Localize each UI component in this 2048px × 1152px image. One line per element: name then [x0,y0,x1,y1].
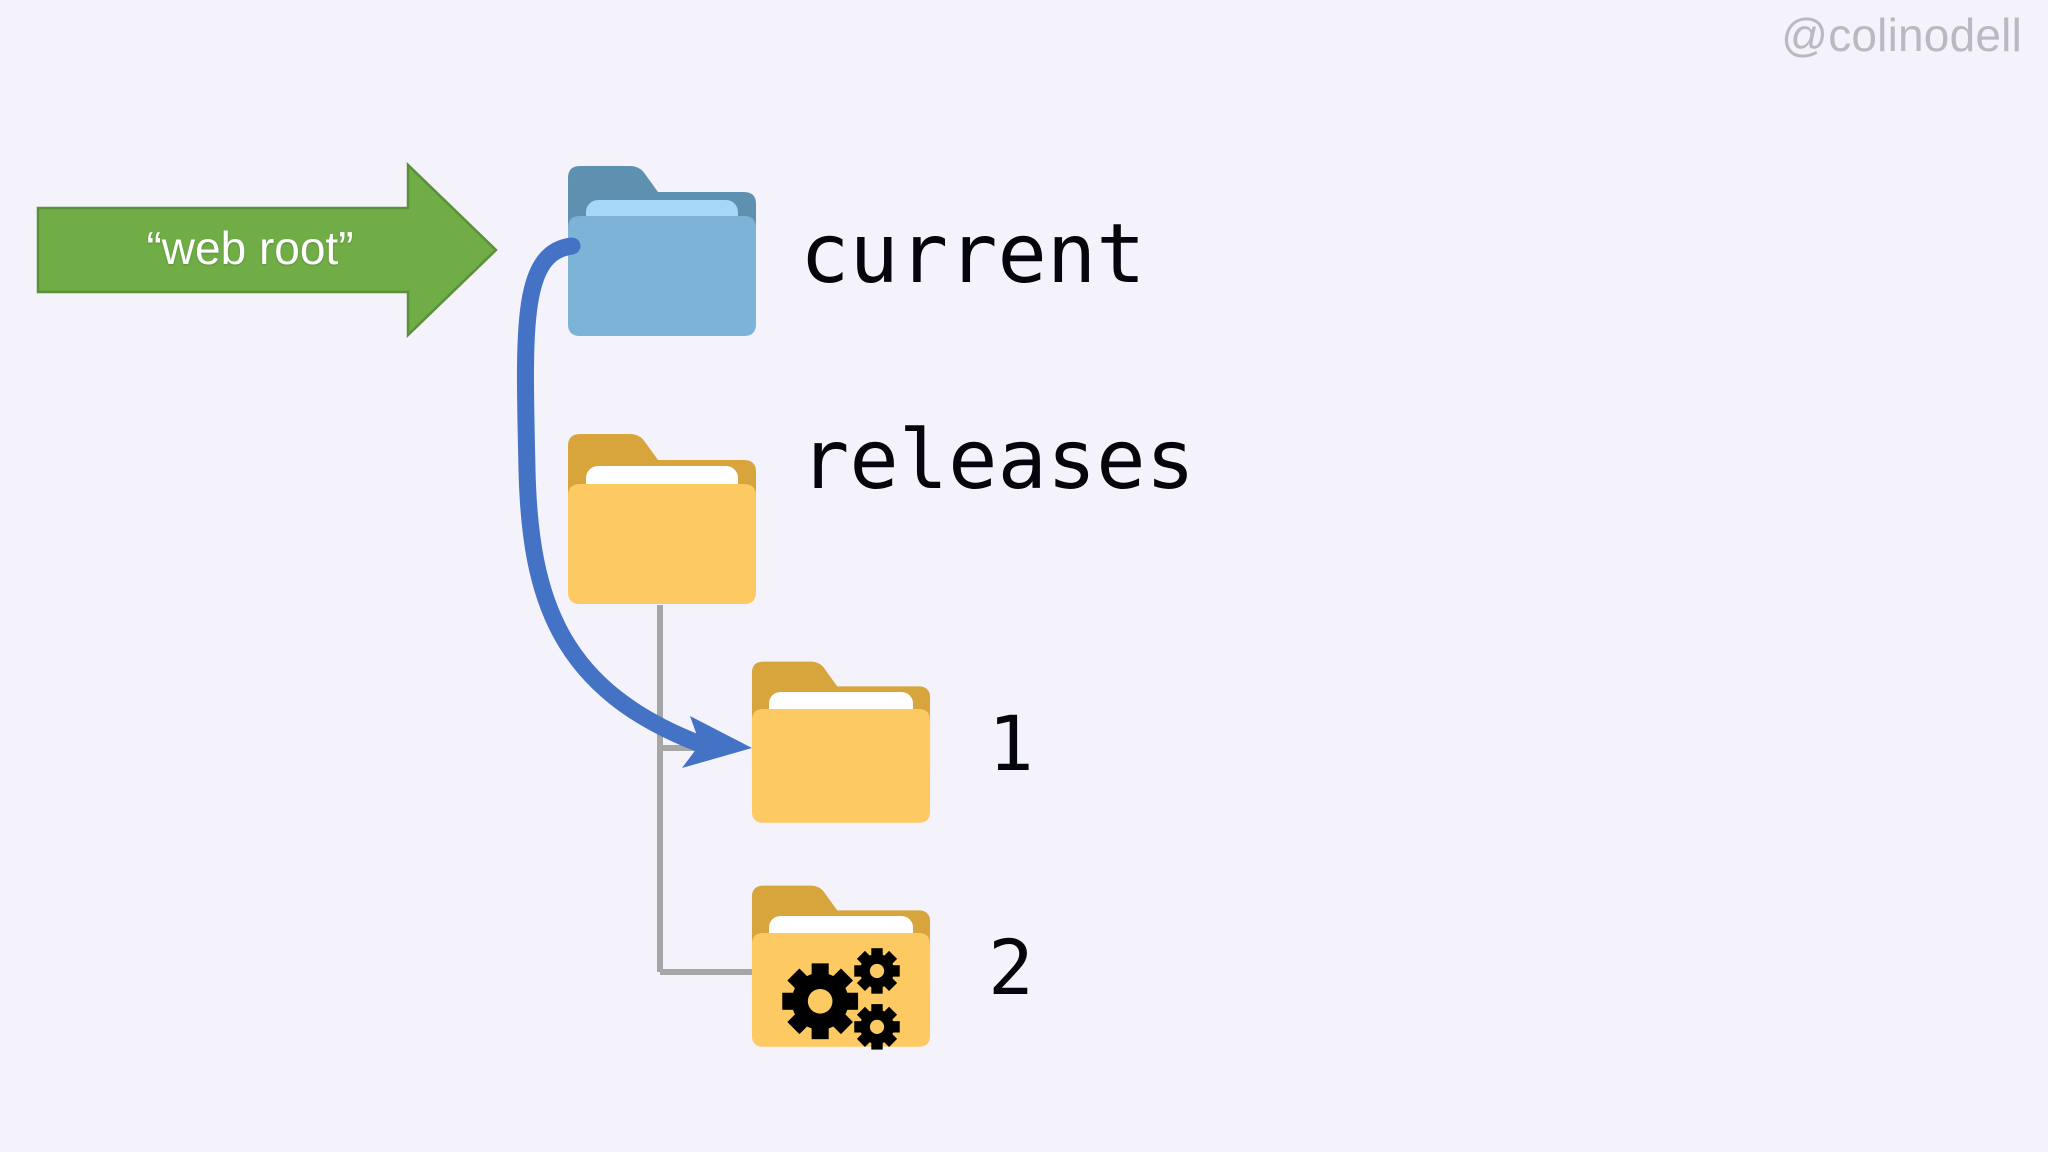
folder-front-panel [751,709,931,823]
folder-front-panel [568,216,756,336]
folder-releases[interactable] [562,428,762,618]
label-current: current [800,207,1146,302]
web-root-label: “web root” [146,222,354,274]
folder-release-2[interactable] [746,880,936,1060]
gears-icon [782,948,900,1050]
folder-front-panel [568,484,756,604]
web-root-callout-arrow [36,162,498,338]
label-releases: releases [800,413,1195,508]
folder-release-1[interactable] [746,656,936,836]
symlink-arrow [516,237,752,768]
label-release-2: 2 [988,923,1034,1012]
folder-current[interactable] [562,160,762,350]
label-release-1: 1 [988,699,1034,788]
symlink-arrow-curve [516,237,709,753]
green-arrow-shape [36,162,498,338]
symlink-arrow-head [682,716,752,768]
watermark-handle: @colinodell [1781,9,2022,61]
